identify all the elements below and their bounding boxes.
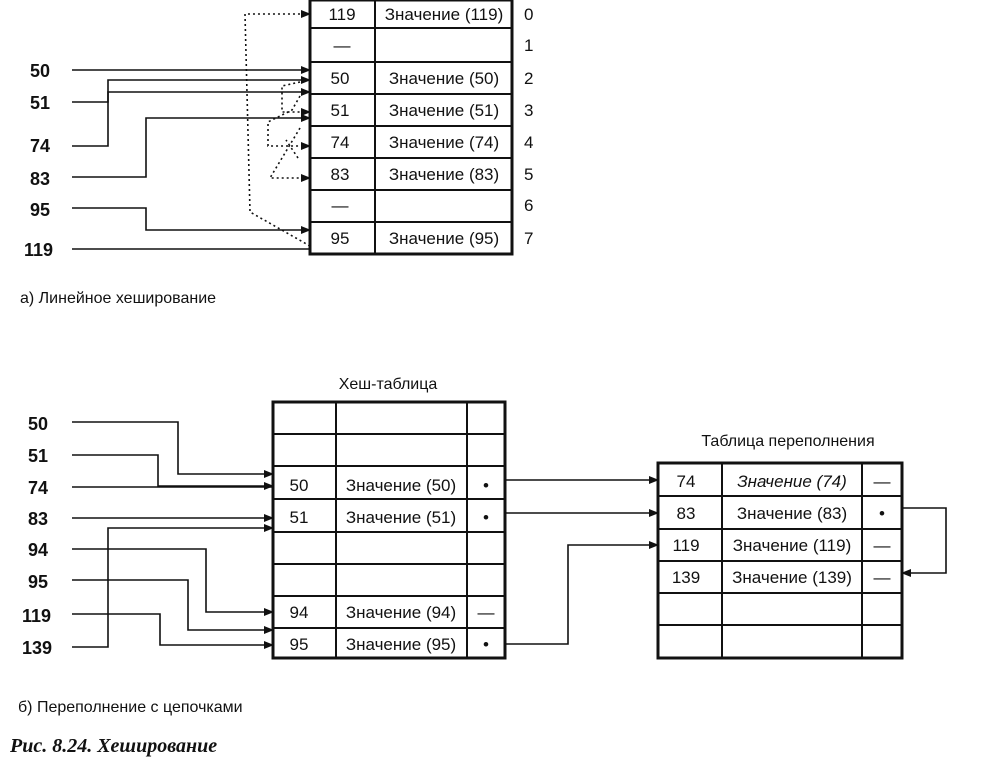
overflow-row-key: 139 [672,568,700,587]
overflow-row-key: 83 [677,504,696,523]
probe-arrow-74 [267,95,311,150]
hash-row-key: 94 [290,603,309,622]
arrow-95 [72,207,311,234]
linear-caption: а) Линейное хеширование [20,290,216,307]
hash-row-key: 51 [290,508,309,527]
hash-row-value: Значение (51) [346,508,456,527]
linear-hash-section: 50 51 74 83 95 119 119 Значение (119) 0 … [20,0,533,307]
hash-row-link: • [483,635,489,654]
linear-row-index: 1 [524,36,533,55]
linear-row-value: Значение (95) [389,229,499,248]
linear-row-key: 83 [331,165,350,184]
arrow-139 [72,524,274,648]
linear-key-label: 83 [30,169,50,189]
linear-key-label: 119 [24,240,53,260]
chained-key-arrows [72,421,274,649]
arrow-74 [72,88,311,147]
figure-caption: Рис. 8.24. Хеширование [9,735,217,757]
arrow-50 [72,421,274,478]
linear-row-key: 119 [328,5,355,24]
linear-row-index: 4 [524,133,533,152]
chained-hash-cells: 50 Значение (50) • 51 Значение (51) • 94… [290,476,495,654]
arrow-94 [72,548,274,616]
arrow-95 [72,579,274,634]
overflow-cells: 74 Значение (74) — 83 Значение (83) • 11… [672,472,891,587]
linear-key-label: 74 [30,136,50,156]
overflow-row-link: — [874,568,891,587]
chain-arrow-95 [505,541,659,645]
chained-key-label: 139 [22,638,52,658]
chained-key-label: 83 [28,509,48,529]
overflow-row-key: 74 [677,472,696,491]
hash-row-value: Значение (50) [346,476,456,495]
chained-key-label: 74 [28,478,48,498]
linear-row-value: Значение (50) [389,69,499,88]
linear-row-value: Значение (83) [389,165,499,184]
chained-hash-section: Хеш-таблица Таблица переполнения 50 51 7… [18,376,947,716]
overflow-row-value: Значение (83) [737,504,847,523]
overflow-row-key: 119 [672,536,699,555]
linear-row-index: 5 [524,165,533,184]
linear-key-label: 95 [30,200,50,220]
probe-arrow-83 [268,127,311,182]
chained-key-label: 51 [28,446,48,466]
linear-row-key: — [334,36,351,55]
hash-row-key: 50 [290,476,309,495]
overflow-row-link: — [874,536,891,555]
chained-key-label: 50 [28,414,48,434]
linear-probe-arrows [72,66,311,250]
linear-row-key: 50 [331,69,350,88]
chain-arrow-83 [901,507,947,577]
chained-key-label: 95 [28,572,48,592]
chain-pointer-arrows [505,476,947,645]
hash-row-link: • [483,476,489,495]
probe-arrow-83b [285,139,299,159]
arrow-51 [72,76,311,103]
linear-row-value: Значение (51) [389,101,499,120]
linear-row-index: 7 [524,229,533,248]
chained-caption: б) Переполнение с цепочками [18,699,243,716]
linear-row-key: 74 [331,133,350,152]
linear-row-key: 95 [331,229,350,248]
overflow-table-title: Таблица переполнения [701,433,874,450]
linear-dotted-arrows [244,10,311,247]
linear-row-key: — [332,196,349,215]
hash-row-link: — [478,603,495,622]
linear-table-cells: 119 Значение (119) 0 — 1 50 Значение (50… [328,5,533,248]
wrap-arrow-119 [244,10,311,247]
linear-row-index: 2 [524,69,533,88]
hash-row-key: 95 [290,635,309,654]
arrow-83 [72,114,311,178]
overflow-table [656,461,904,660]
linear-key-label: 51 [30,93,50,113]
hash-table-title: Хеш-таблица [339,376,438,393]
linear-row-index: 0 [524,5,533,24]
linear-row-value: Значение (74) [389,133,499,152]
chained-key-label: 94 [28,540,48,560]
hash-row-value: Значение (94) [346,603,456,622]
hash-row-value: Значение (95) [346,635,456,654]
overflow-row-value: Значение (139) [732,568,852,587]
linear-row-index: 6 [524,196,533,215]
linear-row-key: 51 [331,101,350,120]
linear-row-index: 3 [524,101,533,120]
linear-key-label: 50 [30,61,50,81]
arrow-51 [72,454,274,490]
hash-row-link: • [483,508,489,527]
chained-key-label: 119 [22,606,51,626]
overflow-row-link: • [879,504,885,523]
overflow-row-value: Значение (119) [733,536,852,555]
chained-hash-table [271,400,507,660]
probe-arrow-51 [281,81,311,116]
overflow-row-value: Значение (74) [737,472,847,491]
linear-hash-table [308,0,514,256]
arrow-119 [72,613,274,649]
linear-row-value: Значение (119) [385,5,504,24]
overflow-row-link: — [874,472,891,491]
